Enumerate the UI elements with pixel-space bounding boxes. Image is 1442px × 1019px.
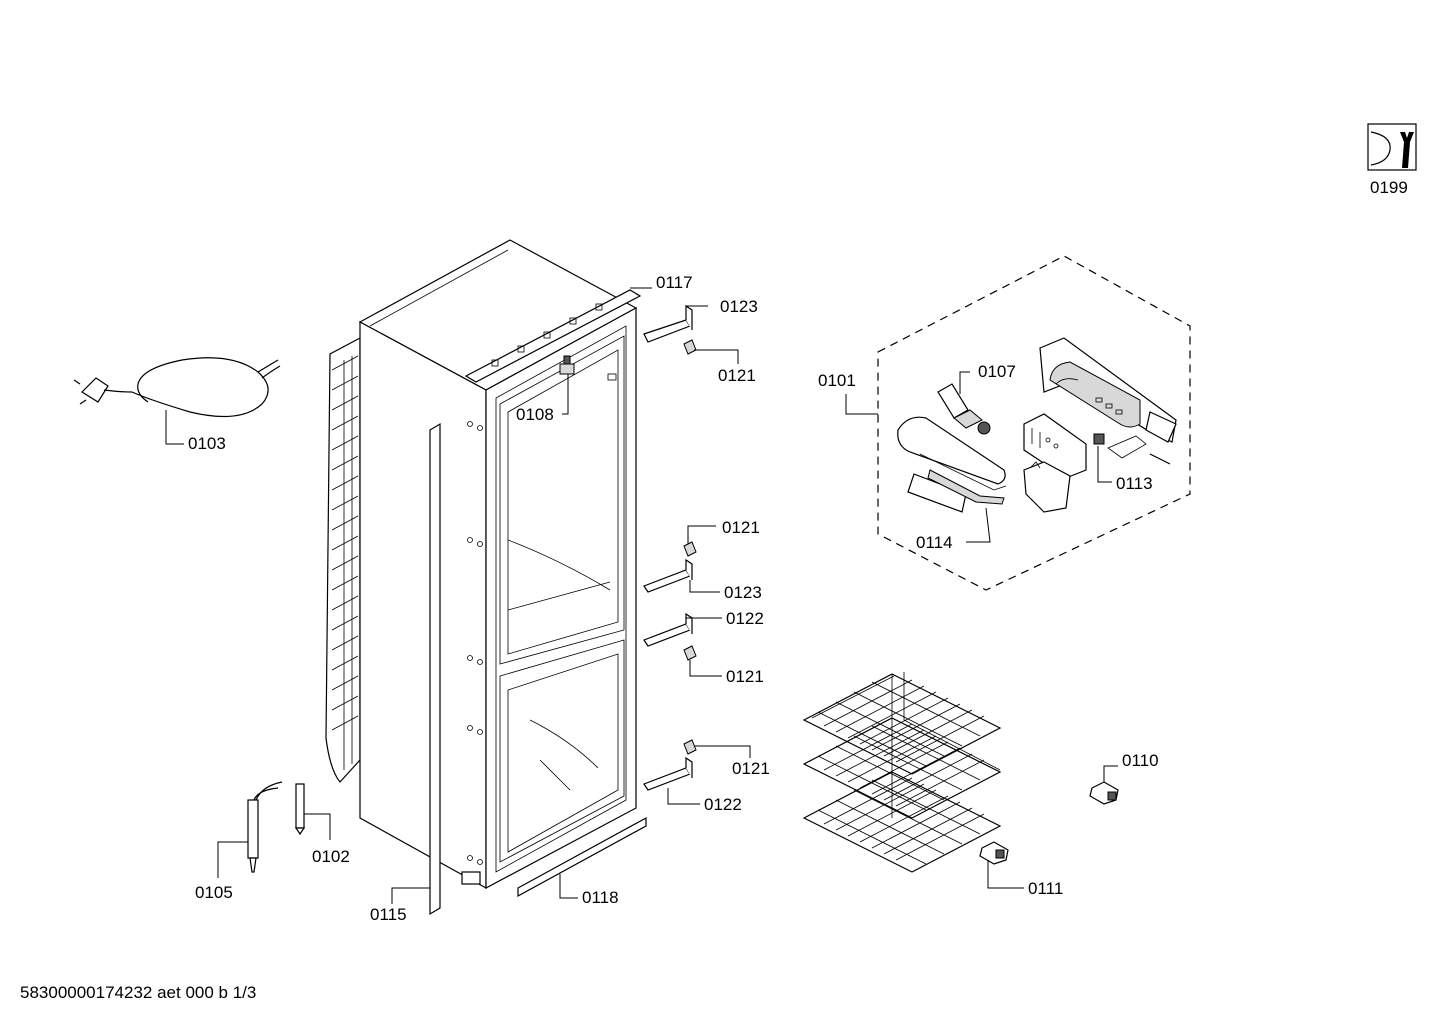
- label-0122-b: 0122: [704, 795, 742, 814]
- fridge-cabinet: [325, 239, 642, 890]
- label-0121-d: 0121: [732, 759, 770, 778]
- label-0117: 0117: [656, 273, 693, 292]
- service-icon-label: 0199: [1370, 178, 1408, 197]
- wire-shelves: [802, 672, 1002, 873]
- power-cord-part: [73, 357, 281, 418]
- shelf-clip-part: [979, 841, 1009, 865]
- side-trim-strip: [429, 422, 441, 916]
- label-0108: 0108: [516, 405, 554, 424]
- control-module-assembly: [877, 255, 1191, 591]
- shelf-support-part: [1089, 781, 1119, 805]
- hinge-middle-lower: [643, 612, 697, 661]
- service-wrench-icon[interactable]: [1367, 123, 1417, 171]
- label-0113: 0113: [1116, 474, 1153, 493]
- label-0123-b: 0123: [724, 583, 762, 602]
- sensor-holder-part: [294, 783, 306, 836]
- hinge-top: [643, 304, 697, 355]
- label-0114: 0114: [916, 533, 953, 552]
- label-0115: 0115: [370, 905, 407, 924]
- label-0118: 0118: [582, 888, 619, 907]
- label-0101: 0101: [818, 371, 856, 390]
- label-0122-a: 0122: [726, 609, 764, 628]
- drawing-code: 58300000174232 aet 000 b 1/3: [20, 983, 256, 1002]
- label-0105: 0105: [195, 883, 233, 902]
- label-0110: 0110: [1122, 751, 1159, 770]
- bottom-trim-strip: [517, 816, 647, 898]
- label-0121-c: 0121: [726, 667, 764, 686]
- label-0123-a: 0123: [720, 297, 758, 316]
- label-0121-b: 0121: [722, 518, 760, 537]
- label-0103: 0103: [188, 434, 226, 453]
- hinge-bottom: [643, 739, 697, 791]
- label-0111: 0111: [1028, 879, 1063, 898]
- label-0102: 0102: [312, 847, 350, 866]
- label-0121-a: 0121: [718, 366, 756, 385]
- label-0107: 0107: [978, 362, 1016, 381]
- hinge-middle-upper: [643, 541, 697, 593]
- temperature-sensor-part: [247, 781, 283, 873]
